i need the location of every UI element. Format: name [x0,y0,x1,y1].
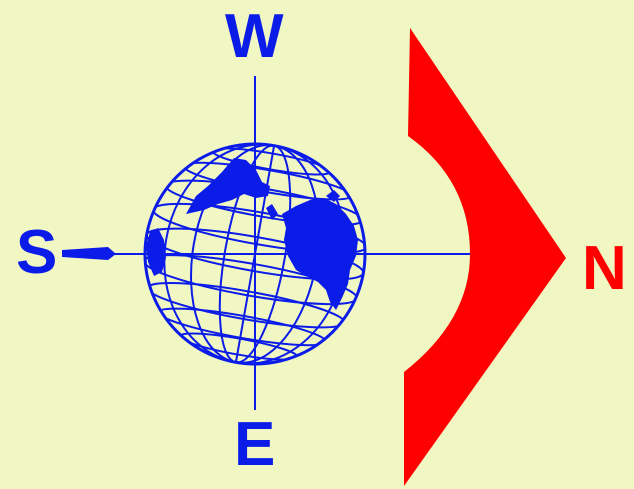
west-label: W [225,6,284,68]
south-label: S [16,222,57,284]
south-arrow-icon [62,247,116,260]
magnet-chevron [404,28,566,486]
east-label: E [234,414,275,476]
north-label: N [582,238,627,300]
